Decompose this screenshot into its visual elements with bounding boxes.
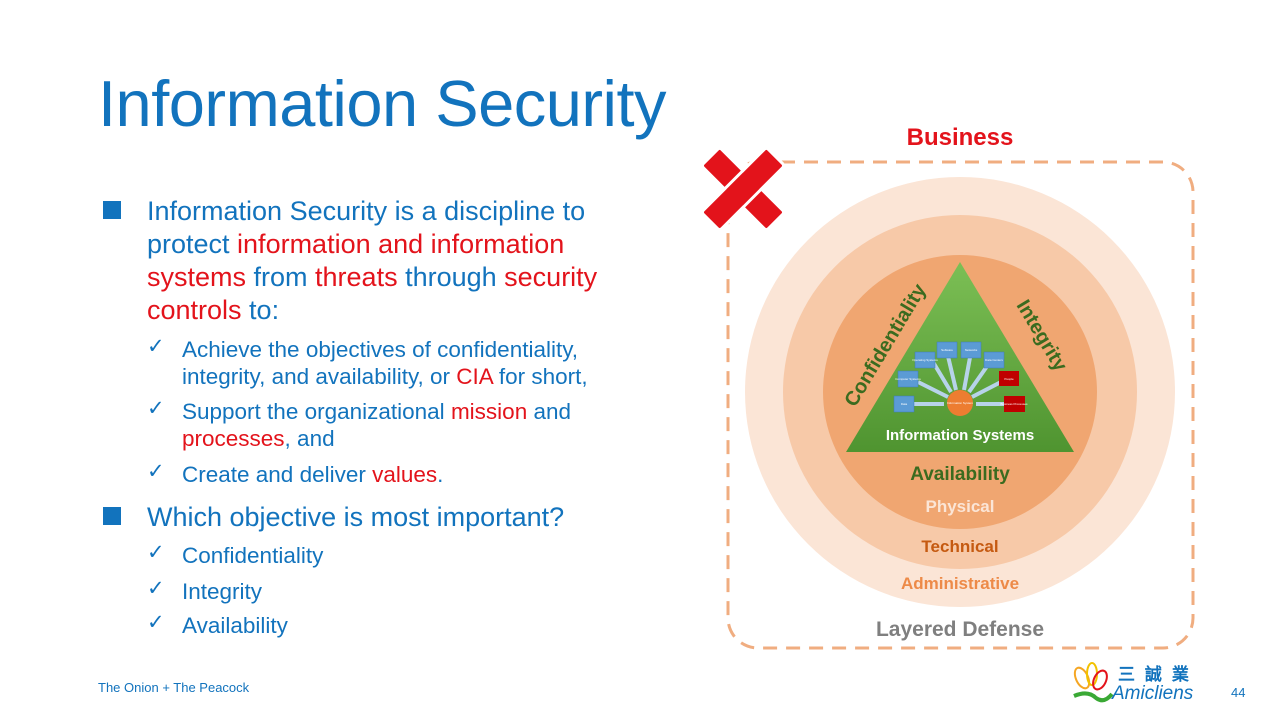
component-label: Networks	[965, 348, 978, 352]
center-label: Information System	[947, 401, 973, 405]
page-number: 44	[1231, 685, 1246, 700]
bullet-line: Information Security is a discipline to	[147, 196, 586, 226]
component-label: Data	[901, 402, 908, 406]
checkmark-icon: ✓	[147, 576, 165, 600]
bullet-line: protect information and information	[147, 228, 564, 261]
sub-bullet-line: Support the organizational mission and	[182, 398, 571, 425]
text-segment: controls	[147, 295, 242, 325]
component-label: Data Centers	[985, 358, 1003, 362]
square-bullet-icon	[103, 507, 121, 525]
component-computer-systems	[897, 370, 919, 388]
technical-label: Technical	[921, 537, 998, 556]
administrative-label: Administrative	[901, 574, 1019, 593]
logo-text-cn: 三 誠 業	[1118, 665, 1191, 685]
component-label: People	[1004, 377, 1014, 381]
component-data-centers	[983, 351, 1005, 369]
component-software	[936, 341, 958, 359]
text-segment: , and	[284, 426, 335, 451]
sub-bullet-line: Achieve the objectives of confidentialit…	[182, 337, 579, 362]
text-segment: systems	[147, 262, 247, 292]
red-x-icon	[701, 147, 785, 231]
business-boundary	[726, 160, 1195, 650]
component-people	[999, 371, 1019, 386]
information-systems-label: Information Systems	[886, 427, 1034, 444]
text-segment: through	[397, 262, 505, 292]
sub-bullet-line: integrity, and availability, or CIA for …	[182, 363, 588, 390]
text-segment: from	[246, 262, 316, 292]
layered-defense-label: Layered Defense	[876, 618, 1044, 641]
text-segment: and	[527, 399, 572, 424]
sub-bullet-line: Create and deliver values.	[182, 461, 443, 488]
text-segment: security	[504, 262, 598, 292]
text-segment: Create and deliver	[182, 462, 373, 487]
component-label: Computer Systems	[895, 377, 921, 381]
checkmark-icon: ✓	[147, 396, 165, 420]
component-label: Operating Systems	[912, 358, 938, 362]
availability-label: Availability	[910, 464, 1010, 485]
text-segment: .	[437, 462, 444, 487]
bullet-line: Which objective is most important?	[147, 502, 565, 532]
flower-logo-icon	[1073, 662, 1114, 703]
physical-label: Physical	[926, 497, 995, 516]
bullet-line: systems from threats through security	[147, 261, 597, 294]
slide-title: Information Security	[98, 67, 667, 140]
square-bullet-icon	[103, 201, 121, 219]
option-availability: Availability	[182, 613, 288, 638]
sub-bullet-line: processes, and	[182, 425, 335, 452]
components-diagram: Data Computer Systems Operating Systems …	[893, 341, 1028, 416]
text-segment: values	[372, 462, 438, 487]
text-segment: threats	[315, 262, 398, 292]
text-segment: information and information	[237, 229, 565, 259]
checkmark-icon: ✓	[147, 334, 165, 358]
logo-text-en: Amicliens	[1112, 683, 1194, 704]
text-segment: Support the organizational	[182, 399, 451, 424]
company-logo: 三 誠 業 Amicliens	[1068, 660, 1193, 708]
checkmark-icon: ✓	[147, 610, 165, 634]
component-operating-systems	[914, 351, 936, 369]
checkmark-icon: ✓	[147, 459, 165, 483]
footer-source: The Onion + The Peacock	[98, 680, 250, 695]
text-segment: to:	[241, 295, 280, 325]
component-label: Business Processes	[1000, 402, 1028, 406]
business-label: Business	[907, 124, 1014, 151]
component-information-system	[947, 390, 973, 416]
text-segment: for short,	[492, 364, 588, 389]
component-business-processes	[1004, 396, 1025, 412]
option-confidentiality: Confidentiality	[182, 543, 324, 568]
text-segment: processes	[182, 426, 285, 451]
bullet-line: controls to:	[147, 294, 279, 327]
text-segment: integrity, and availability, or	[182, 364, 457, 389]
component-label: Software	[941, 348, 953, 352]
component-data	[893, 395, 915, 413]
option-integrity: Integrity	[182, 579, 263, 604]
checkmark-icon: ✓	[147, 540, 165, 564]
text-segment: protect	[147, 229, 238, 259]
component-networks	[960, 341, 982, 359]
text-segment: CIA	[456, 364, 493, 389]
text-segment: mission	[450, 399, 528, 424]
